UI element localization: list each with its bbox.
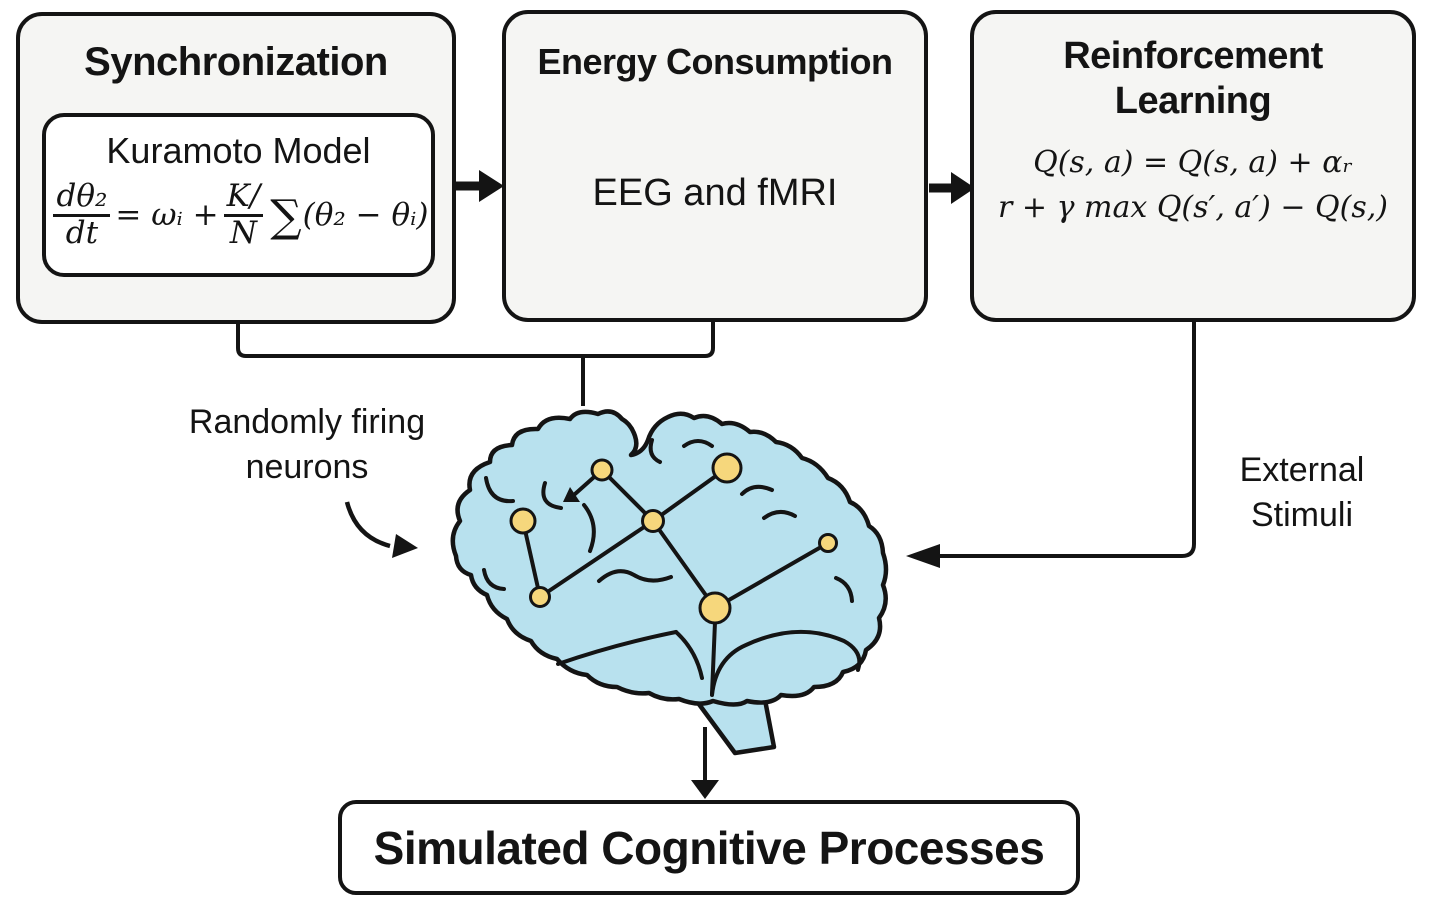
network-mini-arrowhead [563, 487, 580, 502]
energy-consumption-title: Energy Consumption [537, 41, 893, 82]
reinforcement-learning-box: Reinforcement Learning Q(s, a) = Q(s, a)… [970, 10, 1416, 322]
brain-illustration [450, 409, 889, 756]
neuron-network-edges [521, 466, 830, 696]
equation-mid: = ωᵢ + [115, 197, 219, 234]
external-stimuli-label: External Stimuli [1239, 451, 1365, 535]
neuron-node [641, 509, 665, 533]
sum-symbol: ∑ [270, 191, 302, 243]
neuron-node [590, 458, 614, 482]
kuramoto-equation: dθ₂ dt = ωᵢ + K∕ N ∑ (θ₂ − θᵢ) [46, 180, 431, 249]
neuron-node [509, 507, 537, 535]
q-learning-equation: Q(s, a) = Q(s, a) + αᵣ r + γ max Q(s′, a… [974, 140, 1412, 230]
synchronization-box: Synchronization Kuramoto Model dθ₂ dt = … [16, 12, 456, 324]
simulated-cognitive-processes-title: Simulated Cognitive Processes [373, 821, 1045, 874]
brain-body [450, 409, 889, 707]
flow-arrow-energy-to-rl [929, 172, 975, 204]
brain-to-output-arrow [691, 727, 719, 799]
fraction-k-n: K∕ N [223, 180, 264, 249]
q-learning-equation-line2: r + γ max Q(s′, a′) − Q(s,) [998, 190, 1388, 225]
fraction-dtheta-dt: dθ₂ dt [53, 180, 111, 249]
energy-consumption-box: Energy Consumption EEG and fMRI [502, 10, 928, 322]
neuron-node [529, 586, 551, 608]
neuron-node [818, 533, 838, 553]
synchronization-title: Synchronization [84, 40, 388, 84]
neuron-node [711, 452, 743, 484]
rl-title-line1: Reinforcement [1063, 35, 1323, 77]
energy-consumption-body: EEG and fMRI [592, 172, 838, 214]
simulated-cognitive-processes-box: Simulated Cognitive Processes [338, 800, 1080, 895]
flow-arrow-sync-to-energy [451, 170, 504, 202]
neuron-node [698, 591, 732, 625]
equation-tail: (θ₂ − θᵢ) [302, 197, 429, 234]
rl-title-line2: Learning [1114, 80, 1272, 122]
q-learning-equation-line1: Q(s, a) = Q(s, a) + αᵣ [1033, 145, 1353, 180]
neuron-nodes [509, 452, 838, 625]
bracket-connector-to-brain [236, 322, 715, 406]
external-stimuli-arrow [906, 322, 1196, 568]
brain-folds [482, 438, 862, 697]
randomly-firing-neurons-label: Randomly firing neurons [188, 403, 426, 487]
random-neurons-curved-arrow [344, 501, 418, 558]
kuramoto-model-box: Kuramoto Model dθ₂ dt = ωᵢ + K∕ N ∑ (θ₂ … [42, 113, 435, 277]
kuramoto-model-title: Kuramoto Model [106, 130, 371, 171]
